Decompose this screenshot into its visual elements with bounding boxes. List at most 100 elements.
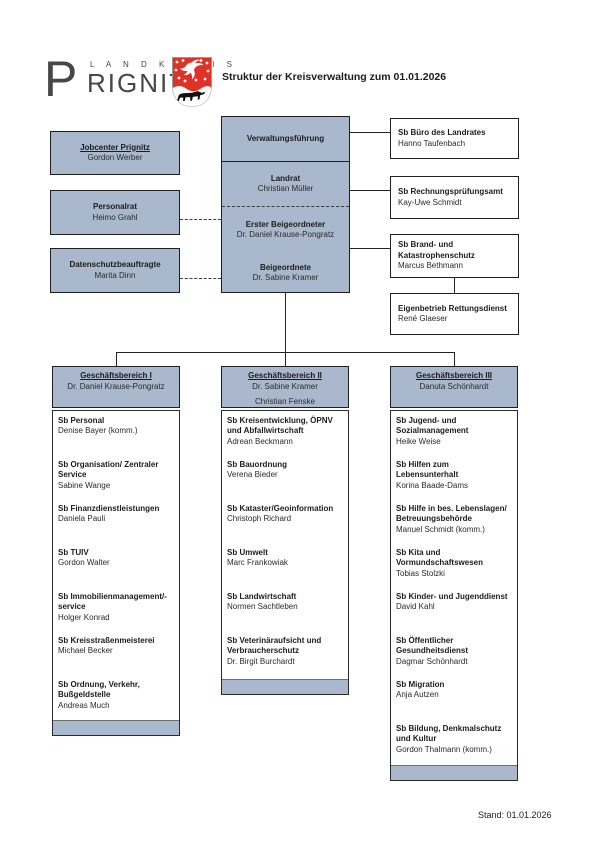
connector-line — [350, 248, 390, 249]
list-item: Sb Ordnung, Verkehr, Bußgeldstelle Andre… — [58, 680, 176, 724]
item-title: Sb Landwirtschaft — [227, 592, 297, 601]
item-title: Sb Ordnung, Verkehr, Bußgeldstelle — [58, 680, 140, 700]
header-geschaeftsbereich-2: Geschäftsbereich II Dr. Sabine Kramer Ch… — [221, 366, 349, 408]
item-title: Sb Kreisstraßenmeisterei — [58, 636, 155, 645]
connector-line — [116, 352, 117, 366]
department-head: Dr. Sabine Kramer — [252, 382, 318, 392]
item-name: Dr. Birgit Burchardt — [227, 656, 295, 666]
box-verwaltungsfuehrung-group: Verwaltungsführung Landrat Christian Mül… — [221, 116, 350, 293]
list-item: Sb Kinder- und Jugenddienst David Kahl — [396, 592, 514, 636]
item-title: Sb Immobilienmanagement/- service — [58, 592, 167, 612]
box-name: Heimo Grahl — [92, 212, 138, 222]
list-footer-strip — [222, 679, 348, 694]
list-item: Sb Personal Denise Bayer (komm.) — [58, 416, 176, 460]
connector-line — [454, 278, 455, 293]
section-title: Verwaltungsführung — [246, 133, 325, 143]
department-head: Dr. Daniel Krause-Pongratz — [67, 382, 165, 392]
list-item: Sb Hilfe in bes. Lebenslagen/ Betreuungs… — [396, 504, 514, 548]
list-item: Sb Migration Anja Autzen — [396, 680, 514, 724]
box-title: Personalrat — [92, 202, 138, 212]
box-datenschutzbeauftragte: Datenschutzbeauftragte Marita Dinn — [50, 248, 180, 293]
item-name: Marc Frankowiak — [227, 558, 288, 568]
item-name: David Kahl — [396, 602, 435, 612]
connector-line — [454, 352, 455, 366]
list-item: Sb Kataster/Geoinformation Christoph Ric… — [227, 504, 345, 548]
item-name: Gordon Walter — [58, 558, 110, 568]
item-title: Sb Öffentlicher Gesundheitsdienst — [396, 636, 469, 656]
item-name: Holger Konrad — [58, 612, 110, 622]
item-title: Sb Kreisentwicklung, ÖPNV und Abfallwirt… — [227, 416, 333, 436]
prignitz-crest-icon — [172, 57, 212, 108]
list-item: Sb Bildung, Denkmalschutz und Kultur Gor… — [396, 724, 514, 768]
list-geschaeftsbereich-2: Sb Kreisentwicklung, ÖPNV und Abfallwirt… — [221, 410, 349, 695]
box-name: Kay-Uwe Schmidt — [398, 197, 462, 207]
box-brand-katastrophenschutz: Sb Brand- und Katastrophenschutz Marcus … — [390, 234, 519, 278]
item-title: Sb Personal — [58, 416, 105, 425]
item-name: Korina Baade-Dams — [396, 480, 469, 490]
list-item: Sb Landwirtschaft Normen Sachtleben — [227, 592, 345, 636]
item-title: Sb Hilfen zum Lebensunterhalt — [396, 460, 459, 480]
list-geschaeftsbereich-3: Sb Jugend- und Sozialmanagement Heike We… — [390, 410, 518, 781]
box-title: Sb Brand- und Katastrophenschutz — [398, 240, 475, 260]
item-name: Manuel Schmidt (komm.) — [396, 524, 485, 534]
item-name: Andreas Much — [58, 700, 110, 710]
box-eigenbetrieb-rettungsdienst: Eigenbetrieb Rettungsdienst René Glaeser — [390, 293, 519, 335]
logo-letter-p: P — [44, 51, 78, 107]
section-landrat: Landrat Christian Müller — [222, 162, 349, 207]
item-title: Sb Organisation/ Zentraler Service — [58, 460, 159, 480]
list-item: Sb TUIV Gordon Walter — [58, 548, 176, 592]
connector-line — [285, 293, 286, 352]
item-name: Heike Weise — [396, 436, 441, 446]
box-name: René Glaeser — [398, 314, 448, 323]
department-title: Geschäftsbereich I — [80, 371, 152, 380]
list-item: Sb Finanzdienstleistungen Daniela Pauli — [58, 504, 176, 548]
department-head-2: Christian Fenske — [254, 396, 316, 406]
connector-line-dashed — [180, 278, 221, 279]
list-item: Sb Jugend- und Sozialmanagement Heike We… — [396, 416, 514, 460]
section-title: Erster Beigeordneter — [245, 219, 326, 229]
section-name: Christian Müller — [257, 184, 314, 193]
box-name: Marcus Bethmann — [398, 261, 463, 271]
item-name: Normen Sachtleben — [227, 602, 298, 612]
box-name: Gordon Werber — [87, 153, 143, 162]
item-name: Adrean Beckmann — [227, 436, 293, 446]
box-name: Marita Dinn — [94, 270, 136, 280]
list-item: Sb Hilfen zum Lebensunterhalt Korina Baa… — [396, 460, 514, 504]
section-erster-beigeordneter: Erster Beigeordneter Dr. Daniel Krause-P… — [222, 207, 349, 253]
swan-icon — [180, 59, 204, 80]
list-footer-strip — [53, 720, 179, 735]
department-title: Geschäftsbereich II — [248, 371, 322, 380]
section-name: Dr. Daniel Krause-Pongratz — [236, 230, 335, 239]
item-name: Anja Autzen — [396, 690, 439, 700]
department-head: Danuta Schönhardt — [419, 382, 489, 392]
box-title: Jobcenter Prignitz — [80, 142, 150, 152]
item-title: Sb Hilfe in bes. Lebenslagen/ Betreuungs… — [396, 504, 507, 524]
item-title: Sb Jugend- und Sozialmanagement — [396, 416, 469, 436]
box-rechnungspruefungsamt: Sb Rechnungsprüfungsamt Kay-Uwe Schmidt — [390, 176, 519, 219]
list-item: Sb Immobilienmanagement/- service Holger… — [58, 592, 176, 636]
wolf-icon — [177, 91, 206, 101]
box-buero-des-landrates: Sb Büro des Landrates Hanno Taufenbach — [390, 118, 519, 159]
header-geschaeftsbereich-3: Geschäftsbereich III Danuta Schönhardt — [390, 366, 518, 408]
header-geschaeftsbereich-1: Geschäftsbereich I Dr. Daniel Krause-Pon… — [52, 366, 180, 408]
page-title: Struktur der Kreisverwaltung zum 01.01.2… — [222, 71, 447, 83]
box-jobcenter: Jobcenter Prignitz Gordon Werber — [50, 131, 180, 175]
item-title: Sb Umwelt — [227, 548, 268, 557]
box-name: Hanno Taufenbach — [398, 138, 466, 148]
box-title: Datenschutzbeauftragte — [69, 260, 161, 270]
shield-dots — [174, 59, 210, 83]
section-verwaltungsfuehrung: Verwaltungsführung — [222, 117, 349, 162]
item-name: Christoph Richard — [227, 514, 292, 524]
list-geschaeftsbereich-1: Sb Personal Denise Bayer (komm.) Sb Orga… — [52, 410, 180, 736]
item-title: Sb Bildung, Denkmalschutz und Kultur — [396, 724, 502, 744]
box-personalrat: Personalrat Heimo Grahl — [50, 190, 180, 235]
list-item: Sb Bauordnung Verena Bieder — [227, 460, 345, 504]
item-name: Gordon Thalmann (komm.) — [396, 744, 492, 754]
list-item: Sb Umwelt Marc Frankowiak — [227, 548, 345, 592]
list-item: Sb Veterinäraufsicht und Verbraucherschu… — [227, 636, 345, 680]
connector-line — [350, 190, 390, 191]
item-name: Denise Bayer (komm.) — [58, 426, 138, 436]
list-footer-strip — [391, 765, 517, 780]
box-title: Sb Rechnungsprüfungsamt — [398, 187, 503, 197]
section-name: Dr. Sabine Kramer — [252, 273, 319, 282]
